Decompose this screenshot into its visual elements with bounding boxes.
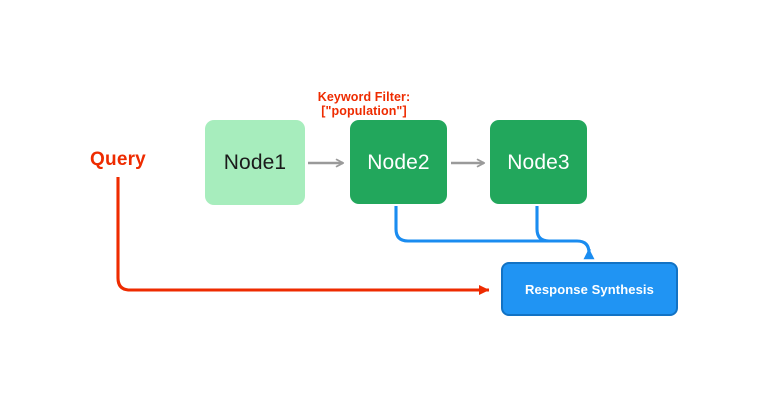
arrow-query-response xyxy=(116,177,490,295)
node-2-label: Node2 xyxy=(367,150,430,174)
node-1-label: Node1 xyxy=(223,151,287,174)
node-1[interactable]: Node1 xyxy=(205,120,305,205)
node-2[interactable]: Node2 xyxy=(350,120,447,204)
response-synthesis-box[interactable]: Response Synthesis xyxy=(501,262,678,316)
arrow-node3-response xyxy=(535,206,595,260)
node-3-label: Node3 xyxy=(507,150,570,174)
arrow-node2-response xyxy=(394,206,577,243)
node-3[interactable]: Node3 xyxy=(490,120,587,204)
response-synthesis-label: Response Synthesis xyxy=(525,281,654,297)
keyword-filter-label: Keyword Filter: ["population"] xyxy=(317,90,411,118)
query-label: Query xyxy=(90,149,146,170)
